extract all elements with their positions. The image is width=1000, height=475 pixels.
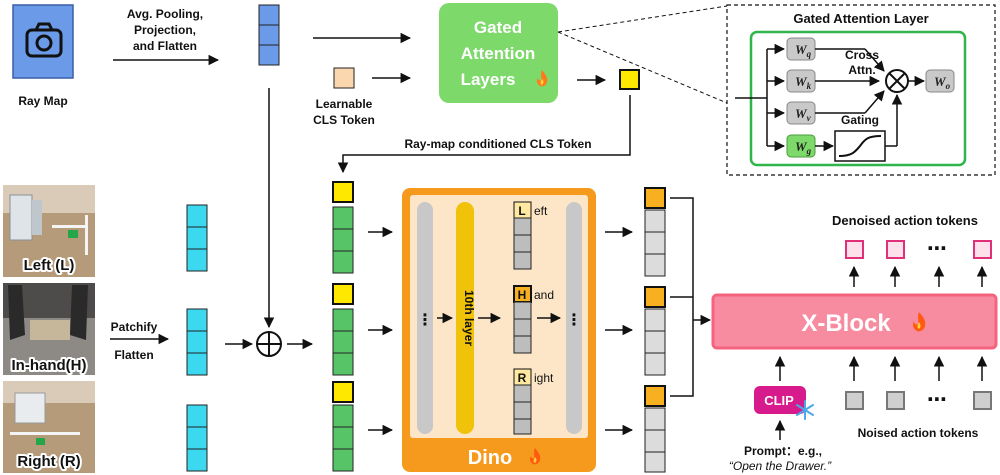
view-token-left-letter: L	[518, 204, 525, 218]
view-token-hand-letter: H	[518, 288, 527, 302]
multiply-icon	[885, 69, 909, 93]
view-token-right-letter: R	[518, 371, 527, 385]
conditioned-cls-label: Ray-map conditioned CLS Token	[404, 137, 591, 151]
svg-text:Wg: Wg	[795, 139, 812, 156]
dino-label: Dino	[468, 447, 512, 469]
combined-tokens-right	[332, 381, 354, 472]
patch-column-in-hand	[186, 308, 208, 376]
ray-map-label: Ray Map	[18, 94, 67, 108]
patch-column-left	[186, 204, 208, 272]
dino-ellipsis-right: ⋮	[566, 312, 582, 329]
view-right-label: Right (R)	[17, 453, 80, 470]
noised-ellipsis: ⋯	[927, 389, 947, 411]
ray-map: Ray Map	[12, 4, 74, 108]
weight-wv: Wv	[786, 101, 816, 125]
dino-ellipsis-left: ⋮	[417, 312, 433, 329]
view-in-hand-label: In-hand(H)	[12, 357, 87, 374]
dino-block: ⋮ 10th layer L eft H and R ight	[402, 188, 596, 472]
cross-attn-label-1: Cross	[845, 48, 879, 62]
noised-label: Noised action tokens	[858, 426, 979, 440]
weight-wk: Wk	[786, 69, 816, 93]
patchify-label-1: Patchify	[111, 320, 158, 334]
sigmoid-curve-icon	[838, 135, 882, 157]
view-token-hand-rest: and	[534, 288, 554, 302]
weight-wo: Wo	[925, 69, 955, 93]
view-right: Right (R)	[3, 381, 95, 473]
view-token-hand: H and	[513, 285, 554, 354]
flame-icon	[529, 448, 541, 465]
pooling-label-1: Avg. Pooling,	[127, 7, 203, 21]
plus-icon	[256, 331, 282, 357]
svg-text:Wo: Wo	[934, 74, 951, 91]
noised-tokens: ⋯	[845, 389, 992, 411]
learnable-label-1: Learnable	[316, 97, 373, 111]
weight-wv-base: W	[795, 106, 808, 121]
weight-wo-base: W	[934, 74, 947, 89]
denoised-tokens: ⋯	[845, 238, 992, 260]
weight-wq: Wq	[786, 37, 816, 61]
gating-label: Gating	[841, 113, 879, 127]
conditioned-cls-token	[619, 69, 640, 90]
weight-wq-sub: q	[807, 49, 812, 59]
view-left-label: Left (L)	[24, 257, 75, 274]
svg-text:Wk: Wk	[795, 74, 812, 91]
denoised-ellipsis: ⋯	[927, 238, 947, 260]
patch-column-right	[186, 404, 208, 472]
flame-icon	[536, 70, 548, 87]
weight-wg: Wg	[786, 134, 816, 158]
view-token-left-rest: eft	[534, 204, 548, 218]
flame-icon	[913, 312, 926, 332]
camera-icon	[25, 22, 63, 58]
view-token-left: L eft	[513, 201, 548, 270]
weight-wg-sub: g	[806, 146, 812, 156]
gated-attention-detail: Gated Attention Layer Wq Wk Wv Wg	[726, 4, 996, 176]
weight-wo-sub: o	[946, 81, 951, 91]
learnable-label-2: CLS Token	[313, 113, 375, 127]
detail-title: Gated Attention Layer	[793, 11, 928, 26]
ray-map-box	[12, 4, 74, 79]
prompt-example: “Open the Drawer.”	[729, 459, 832, 473]
dino-backbone-left	[417, 202, 433, 434]
pooling-label-3: and Flatten	[133, 39, 197, 53]
weight-wg-base: W	[795, 139, 808, 154]
cross-attn-label-2: Attn.	[848, 63, 875, 77]
combined-tokens-in-hand	[332, 283, 354, 376]
combined-tokens-left	[332, 181, 354, 274]
dino-backbone-right	[566, 202, 582, 434]
clip-label: CLIP	[764, 393, 794, 408]
output-tokens-left	[644, 187, 666, 277]
gated-label-2: Attention	[461, 44, 536, 63]
patchify-label-2: Flatten	[114, 348, 153, 362]
pooling-label-2: Projection,	[134, 23, 196, 37]
tenth-layer-label: 10th layer	[462, 290, 476, 346]
svg-text:Wv: Wv	[795, 106, 812, 123]
prompt-label: Prompt：e.g.,	[744, 444, 822, 458]
view-token-right: R ight	[513, 368, 554, 435]
clip-encoder: CLIP	[754, 386, 814, 420]
snowflake-icon	[796, 400, 814, 420]
gated-label-3: Layers	[461, 70, 516, 89]
detail-connector-top	[557, 5, 728, 33]
weight-wk-base: W	[795, 74, 808, 89]
tenth-layer	[456, 202, 474, 434]
x-block: X-Block	[711, 293, 998, 350]
view-in-hand: In-hand(H)	[3, 283, 95, 376]
svg-text:Wq: Wq	[795, 42, 812, 59]
gated-attention-block: Gated Attention Layers	[439, 3, 558, 103]
output-tokens-right	[644, 385, 666, 473]
weight-wq-base: W	[795, 42, 808, 57]
learnable-cls-token	[333, 67, 355, 89]
ray-token-column	[258, 4, 280, 66]
view-token-right-rest: ight	[534, 371, 554, 385]
x-block-label: X-Block	[801, 310, 891, 337]
view-left: Left (L)	[3, 185, 95, 277]
gated-label-1: Gated	[474, 18, 522, 37]
weight-wv-sub: v	[807, 113, 812, 123]
conditioned-cls-path	[337, 95, 631, 174]
output-tokens-in-hand	[644, 286, 666, 376]
weight-wk-sub: k	[807, 81, 812, 91]
detail-connector-bottom	[557, 31, 728, 104]
denoised-label: Denoised action tokens	[832, 213, 978, 228]
